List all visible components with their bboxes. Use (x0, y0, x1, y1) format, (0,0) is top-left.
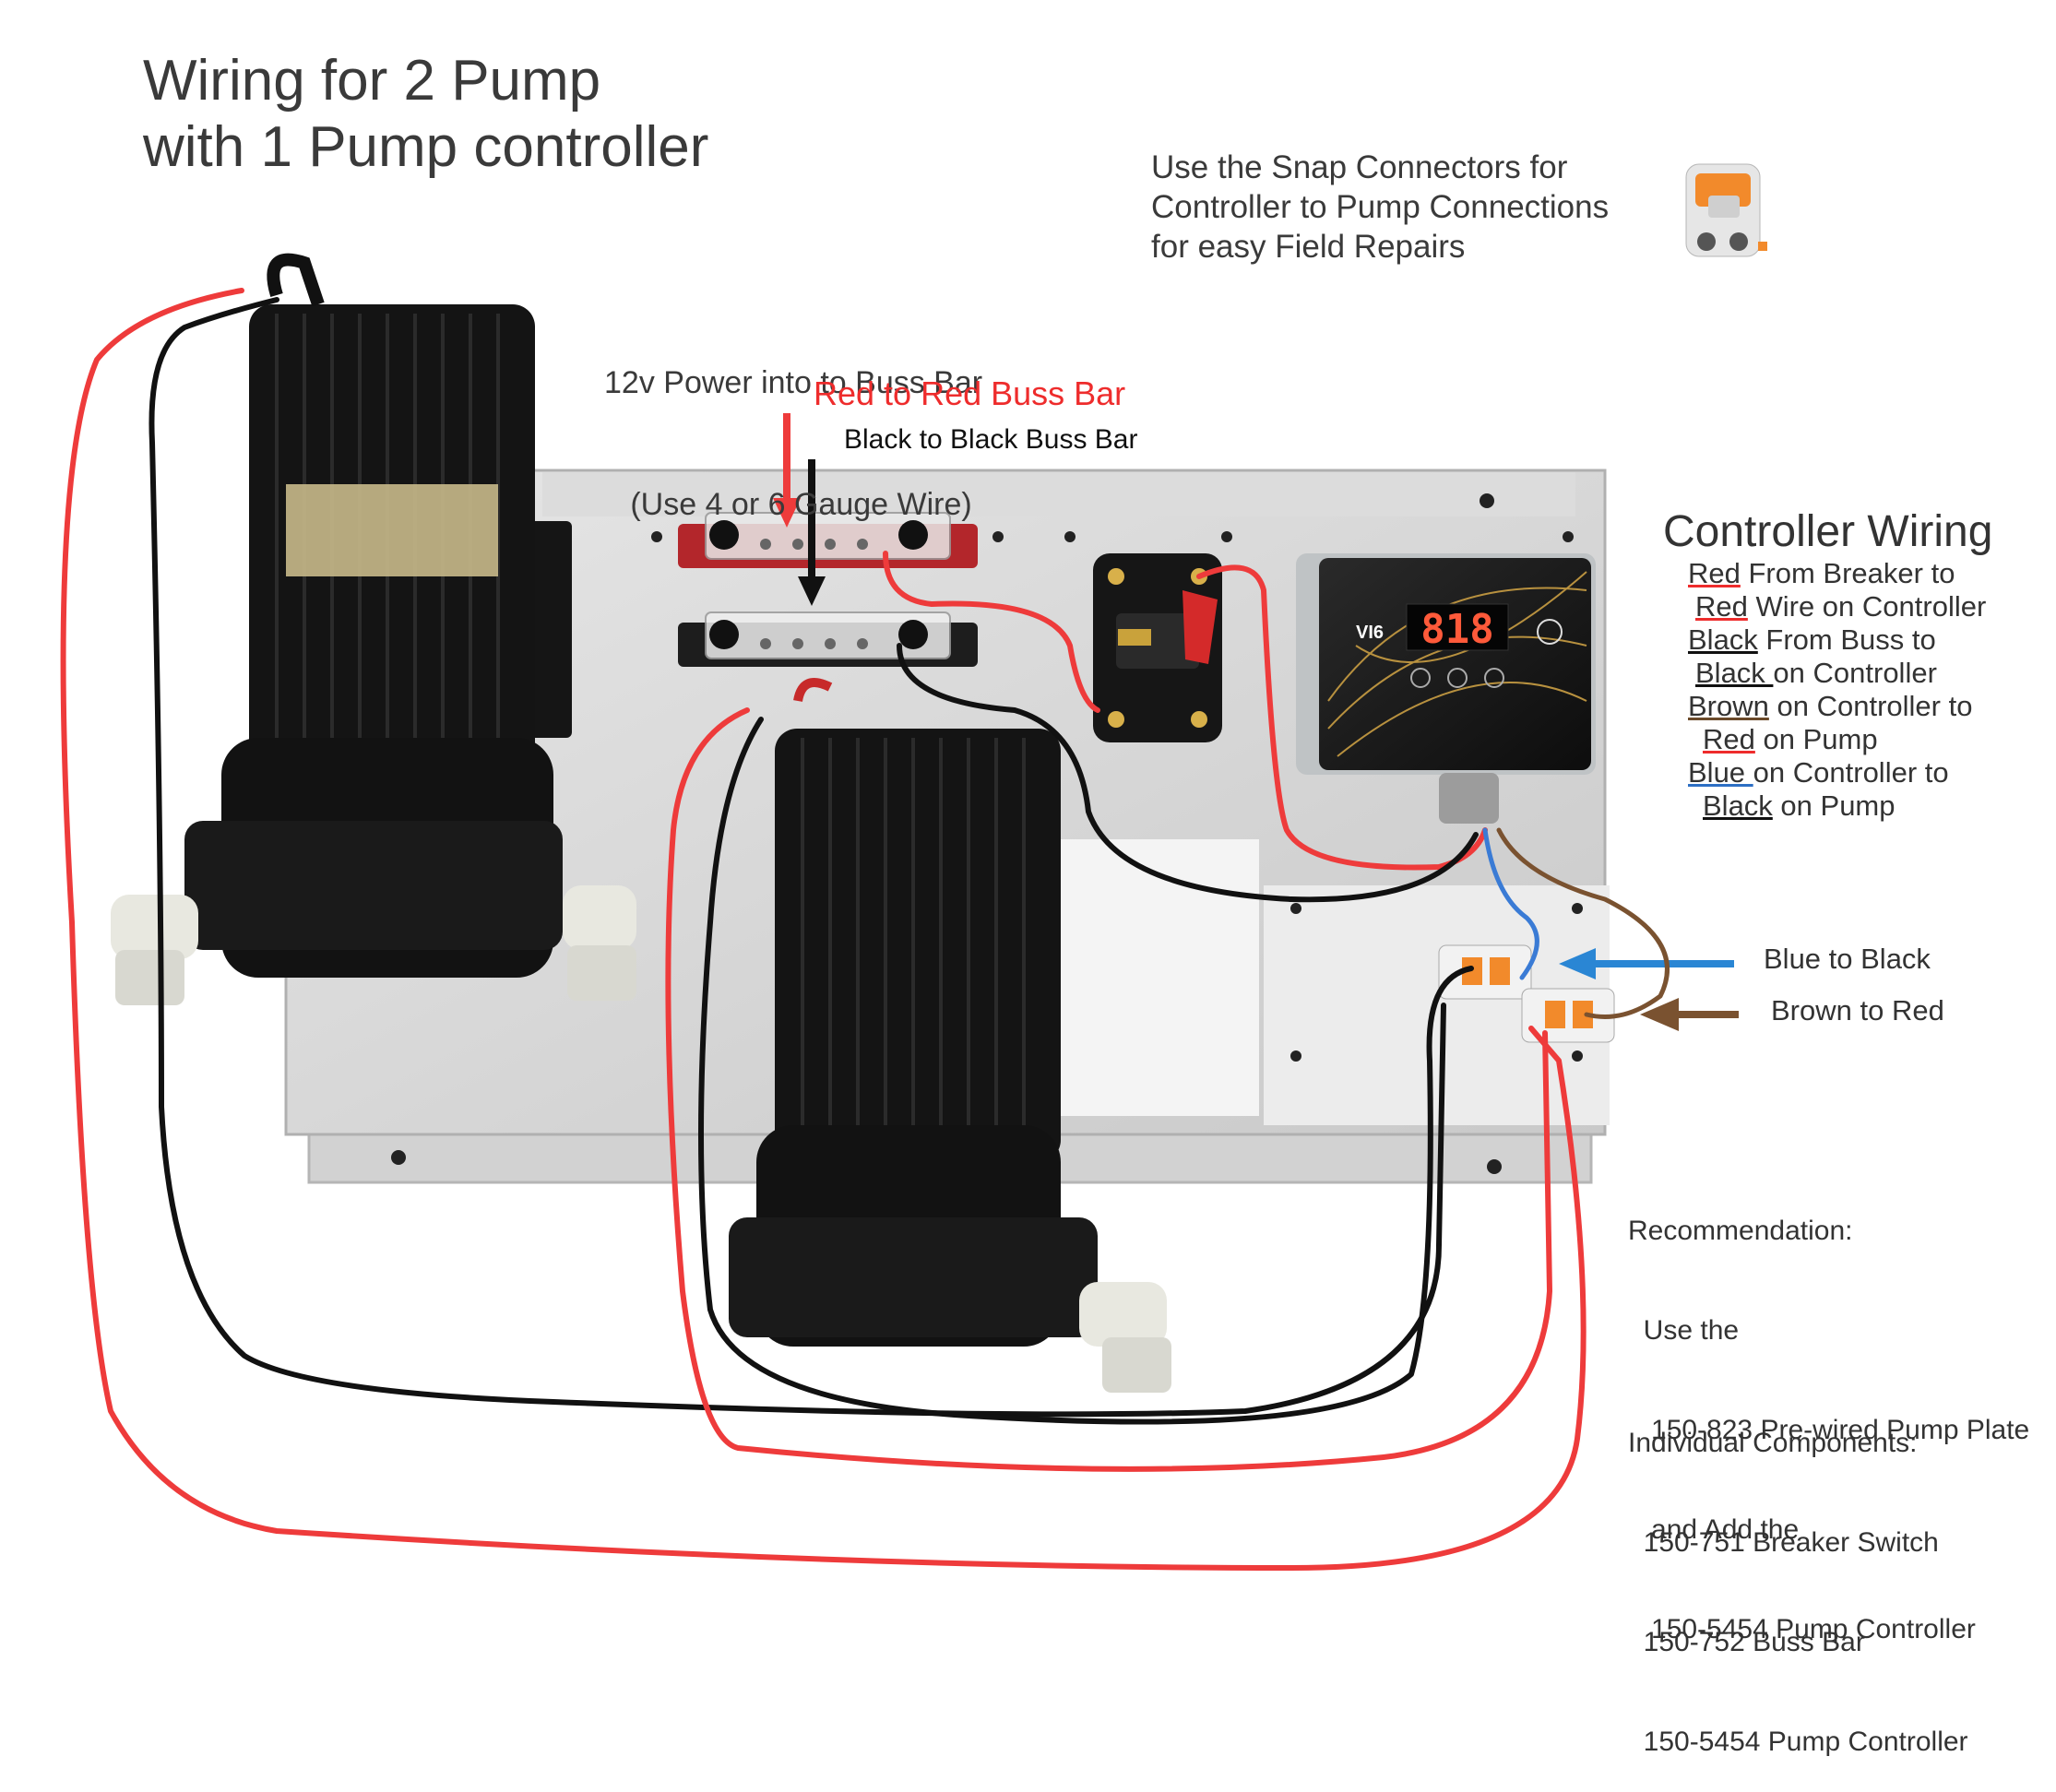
components-heading: Individual Components: (1628, 1428, 1918, 1458)
page-title: Wiring for 2 Pump with 1 Pump controller (143, 48, 708, 181)
red-arrow (773, 413, 801, 528)
title-line-1: Wiring for 2 Pump (143, 49, 601, 113)
pump-center (729, 678, 1171, 1393)
snap-connector-blue (1438, 944, 1532, 1000)
power-note: 12v Power into to Buss Bar (Use 4 or 6 G… (604, 281, 982, 565)
brown-arrow (1640, 998, 1739, 1031)
title-line-2: with 1 Pump controller (143, 115, 709, 179)
ctrl-line-6: Red on Pump (1703, 723, 1878, 755)
blue-to-black-label: Blue to Black (1764, 943, 1931, 975)
component-item: 150-751 Breaker Switch (1628, 1527, 1939, 1558)
snap-connector-icon (1685, 163, 1767, 257)
wires (60, 288, 1670, 1571)
red-wire-buss-to-breaker (883, 551, 1100, 713)
pump-controller: 818 VI6 (1296, 553, 1596, 824)
wiring-diagram-scene: 818 VI6 (60, 163, 1767, 1571)
controller-display: 818 (1420, 606, 1493, 653)
snap-note-line-1: Use the Snap Connectors for (1151, 149, 1568, 185)
power-note-line-1: 12v Power into to Buss Bar (604, 365, 983, 400)
red-buss-bar (678, 512, 978, 568)
blue-arrow (1559, 948, 1734, 979)
component-item: 150-5454 Pump Controller (1628, 1727, 1968, 1757)
recommendation-line-2: 150-823 Pre-wired Pump Plate (1628, 1415, 2030, 1445)
recommendation-heading: Recommendation: (1628, 1216, 1853, 1246)
snap-note-line-3: for easy Field Repairs (1151, 229, 1466, 265)
circuit-breaker (1093, 553, 1222, 742)
black-wire-center-pump (698, 717, 1474, 1425)
controller-brand: VI6 (1356, 623, 1384, 643)
black-buss-bar (678, 611, 978, 667)
ctrl-line-1: Red From Breaker to (1688, 557, 1955, 589)
power-note-line-2: (Use 4 or 6 Gauge Wire) (604, 487, 972, 522)
red-wire-breaker-to-controller (1196, 564, 1488, 871)
components-block: Individual Components: 150-751 Breaker S… (1628, 1360, 1968, 1792)
snap-connector-note: Use the Snap Connectors for Controller t… (1151, 148, 1609, 267)
ctrl-line-7: Blue on Controller to (1688, 756, 1949, 789)
recommendation-line-1: Use the (1628, 1315, 1740, 1346)
black-arrow (798, 459, 826, 606)
blue-wire (1482, 827, 1539, 980)
black-wire-buss-to-controller (897, 643, 1479, 903)
pump-left (111, 253, 636, 1005)
red-buss-label: Red to Red Buss Bar (814, 374, 1126, 412)
snap-connector-brown (1521, 988, 1615, 1043)
ctrl-line-2: Red Wire on Controller (1695, 590, 1987, 623)
brown-wire (1496, 827, 1670, 1019)
component-item: 150-752 Buss Bar (1628, 1627, 1865, 1657)
ctrl-line-4: Black on Controller (1695, 657, 1937, 689)
ctrl-line-3: Black From Buss to (1688, 623, 1936, 656)
red-wire-left-loop (60, 288, 1587, 1571)
ctrl-line-5: Brown on Controller to (1688, 690, 1973, 722)
snap-note-line-2: Controller to Pump Connections (1151, 189, 1610, 225)
brown-to-red-label: Brown to Red (1771, 994, 1944, 1027)
recommendation-line-3: and Add the (1628, 1514, 1800, 1545)
red-wire-center-pump (665, 707, 1552, 1472)
controller-wiring-title: Controller Wiring (1663, 507, 1993, 556)
ctrl-line-8: Black on Pump (1703, 789, 1896, 822)
black-buss-label: Black to Black Buss Bar (844, 424, 1138, 455)
black-wire-left-loop (149, 297, 1446, 1418)
controller-wiring-instructions: Red From Breaker to Red Wire on Controll… (1688, 557, 1986, 823)
